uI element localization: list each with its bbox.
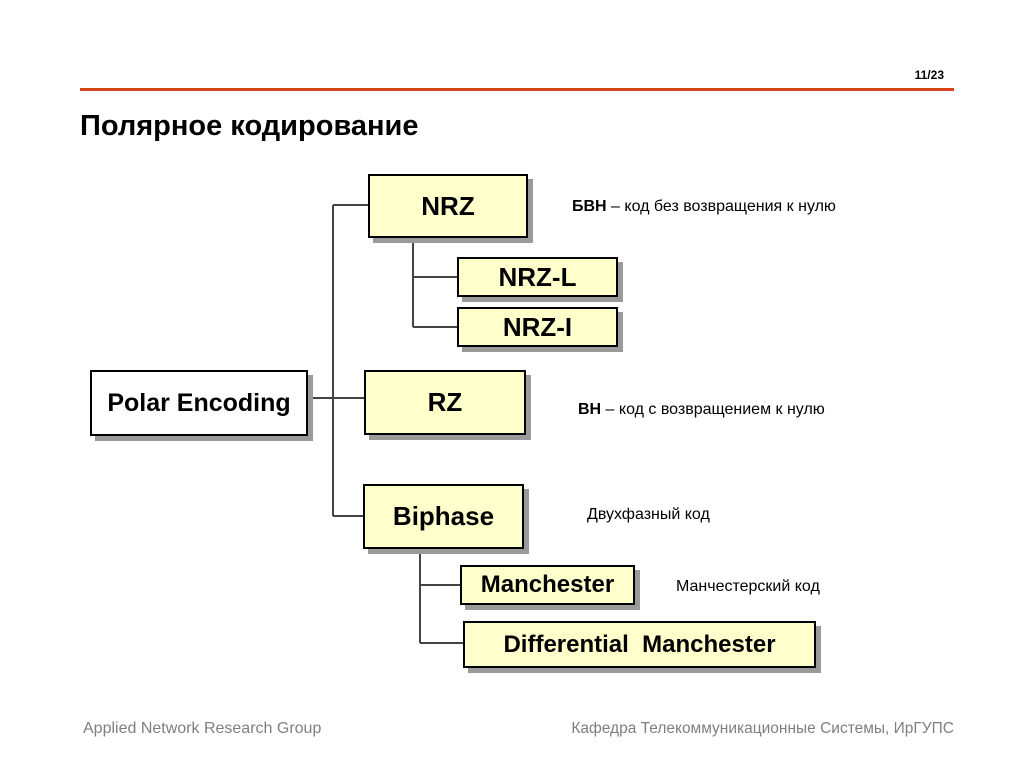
note-biphase: Двухфазный код <box>587 506 710 524</box>
footer-right: Кафедра Телекоммуникационные Системы, Ир… <box>571 720 954 737</box>
node-nrz-l-label: NRZ-L <box>498 261 577 292</box>
node-nrz-i: NRZ-I <box>457 307 618 347</box>
note-nrz: БВН – код без возвращения к нулю <box>572 198 836 216</box>
node-biphase-label: Biphase <box>392 501 495 531</box>
note-biphase-text: Двухфазный код <box>587 506 710 523</box>
note-nrz-text: – код без возвращения к нулю <box>606 198 836 215</box>
node-rz: RZ <box>364 370 526 435</box>
node-rz-label: RZ <box>427 387 463 417</box>
node-polar-encoding-label: Polar Encoding <box>107 388 291 417</box>
node-differential-manchester-label: Differential Manchester <box>503 630 776 658</box>
footer-left: Applied Network Research Group <box>83 720 322 737</box>
node-nrz-l: NRZ-L <box>457 257 618 297</box>
header-rule <box>80 88 954 91</box>
node-polar-encoding: Polar Encoding <box>90 370 308 436</box>
note-rz-text: – код с возвращением к нулю <box>601 401 825 418</box>
node-biphase: Biphase <box>363 484 524 549</box>
note-nrz-abbr: БВН <box>572 198 607 215</box>
note-rz-abbr: ВН <box>578 401 602 418</box>
node-nrz-i-label: NRZ-I <box>502 311 573 342</box>
note-rz: ВН – код с возвращением к нулю <box>578 401 825 419</box>
node-manchester-label: Manchester <box>480 571 615 598</box>
node-manchester: Manchester <box>460 565 635 605</box>
note-manchester: Манчестерский код <box>676 578 820 596</box>
node-differential-manchester: Differential Manchester <box>463 621 816 668</box>
node-nrz-label: NRZ <box>421 190 475 221</box>
node-nrz: NRZ <box>368 174 528 238</box>
note-manchester-text: Манчестерский код <box>676 578 820 595</box>
slide-title: Полярное кодирование <box>80 110 419 142</box>
page-number: 11/23 <box>914 68 944 82</box>
